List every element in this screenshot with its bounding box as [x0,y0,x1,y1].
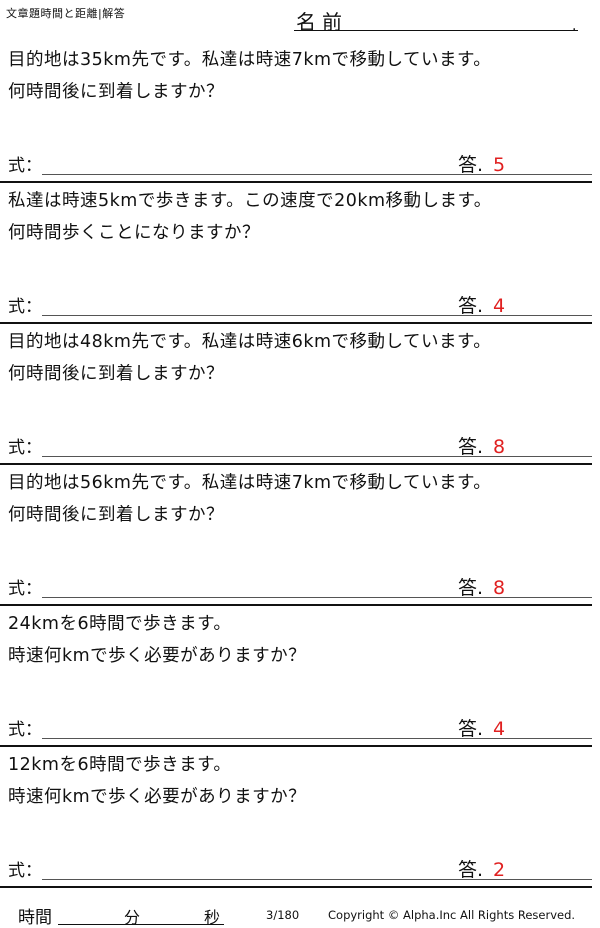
problem-block: 目的地は48km先です。私達は時速6kmで移動しています。何時間後に到着しますか… [0,322,592,465]
answer: 答. 5 [458,150,505,177]
answer-label: 答. [458,718,484,740]
question-line-2: 何時間後に到着しますか？ [8,82,224,102]
formula-entry-line[interactable] [42,738,592,739]
formula-entry-line[interactable] [42,597,592,598]
formula-entry-line[interactable] [42,174,592,175]
time-label: 時間 [18,908,52,928]
question-line-1: 12kmを6時間で歩きます。 [8,755,232,775]
problem-block: 私達は時速5kmで歩きます。この速度で20km移動します。何時間歩くことになりま… [0,181,592,324]
question-line-1: 目的地は56km先です。私達は時速7kmで移動しています。 [8,473,492,493]
answer: 答. 2 [458,855,505,882]
problem-block: 目的地は56km先です。私達は時速7kmで移動しています。何時間後に到着しますか… [0,463,592,606]
formula-label: 式： [8,720,42,740]
name-field-dot: . [572,18,577,34]
question-line-2: 何時間後に到着しますか？ [8,505,224,525]
time-entry-line[interactable] [58,924,224,925]
formula-entry-line[interactable] [42,879,592,880]
problem-block: 目的地は35km先です。私達は時速7kmで移動しています。何時間後に到着しますか… [0,40,592,183]
answer-label: 答. [458,295,484,317]
answer-label: 答. [458,154,484,176]
answer: 答. 4 [458,291,505,318]
question-line-1: 24kmを6時間で歩きます。 [8,614,232,634]
question-line-2: 何時間後に到着しますか？ [8,364,224,384]
answer-value: 8 [493,436,506,458]
name-field-line[interactable] [294,30,578,31]
problem-block: 24kmを6時間で歩きます。時速何kmで歩く必要がありますか？ 式： 答. 4 [0,604,592,747]
answer: 答. 8 [458,573,505,600]
formula-label: 式： [8,438,42,458]
seconds-label: 秒 [204,908,221,927]
minutes-label: 分 [124,908,141,927]
page-number: 3/180 [266,908,300,922]
answer-value: 4 [493,718,506,740]
question-line-1: 目的地は48km先です。私達は時速6kmで移動しています。 [8,332,492,352]
formula-label: 式： [8,579,42,599]
answer-label: 答. [458,577,484,599]
question-line-1: 目的地は35km先です。私達は時速7kmで移動しています。 [8,50,492,70]
question-line-2: 何時間歩くことになりますか？ [8,223,260,243]
copyright-notice: Copyright © Alpha.Inc All Rights Reserve… [328,908,576,922]
answer: 答. 8 [458,432,505,459]
answer-value: 8 [493,577,506,599]
answer-value: 5 [493,154,506,176]
question-line-2: 時速何kmで歩く必要がありますか？ [8,646,307,666]
answer: 答. 4 [458,714,505,741]
formula-label: 式： [8,297,42,317]
question-line-2: 時速何kmで歩く必要がありますか？ [8,787,307,807]
formula-entry-line[interactable] [42,315,592,316]
formula-label: 式： [8,156,42,176]
formula-entry-line[interactable] [42,456,592,457]
footer: 時間 分 秒 3/180 Copyright © Alpha.Inc All R… [0,894,600,928]
answer-label: 答. [458,859,484,881]
answer-value: 2 [493,859,506,881]
formula-label: 式： [8,861,42,881]
answer-value: 4 [493,295,506,317]
answer-label: 答. [458,436,484,458]
worksheet-title: 文章題時間と距離|解答 [6,7,126,20]
question-line-1: 私達は時速5kmで歩きます。この速度で20km移動します。 [8,191,492,211]
problem-block: 12kmを6時間で歩きます。時速何kmで歩く必要がありますか？ 式： 答. 2 [0,745,592,888]
